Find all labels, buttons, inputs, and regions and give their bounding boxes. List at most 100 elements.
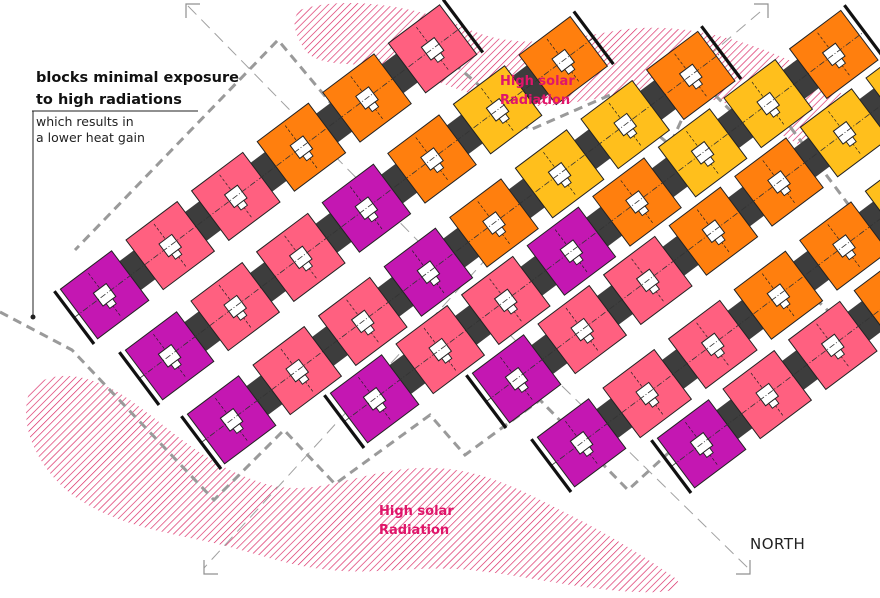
block-connector <box>782 58 820 100</box>
block-connector <box>846 300 880 342</box>
block-connector <box>454 304 492 346</box>
block-connector <box>311 325 349 367</box>
courtyard-annex <box>572 254 584 266</box>
courtyard-annex <box>582 446 594 458</box>
courtyard-annex <box>433 52 445 64</box>
exposure-wall <box>441 0 485 54</box>
courtyard-annex <box>429 275 441 287</box>
courtyard-annex <box>833 348 846 360</box>
courtyard-annex <box>498 113 510 125</box>
courtyard-annex <box>232 423 244 435</box>
block-connector <box>381 53 419 94</box>
courtyard-annex <box>702 447 714 459</box>
block-connector <box>249 261 287 303</box>
exposure-wall <box>465 374 508 429</box>
row-axis <box>138 37 594 379</box>
courtyard-annex <box>779 298 791 310</box>
block-connector <box>639 79 677 121</box>
courtyard-annex <box>844 249 857 261</box>
annotation-leader-dot <box>30 314 36 320</box>
housing-blocks <box>53 0 880 494</box>
annotation-note-line2: a lower heat gain <box>36 130 145 145</box>
courtyard-annex <box>713 347 726 359</box>
courtyard-annex <box>834 57 847 69</box>
exposure-annotation: blocks minimal exposure to high radiatio… <box>30 70 239 320</box>
exposure-wall <box>572 10 615 66</box>
housing-row <box>530 179 880 493</box>
housing-row <box>465 66 880 429</box>
exposure-wall <box>650 439 693 494</box>
block-connector <box>793 137 831 178</box>
block-connector <box>315 102 353 143</box>
courtyard-annex <box>441 352 453 364</box>
courtyard-annex <box>171 248 183 260</box>
courtyard-annex <box>560 177 572 189</box>
block-connector <box>380 163 418 204</box>
courtyard-annex <box>769 106 781 118</box>
block-connector <box>651 157 689 198</box>
courtyard-annex <box>845 136 857 148</box>
courtyard-annex <box>517 382 529 394</box>
zone-label-bottom-line1: High solar <box>379 504 454 519</box>
row-axis <box>343 31 865 422</box>
courtyard-annex <box>583 332 595 344</box>
exposure-wall <box>180 415 223 470</box>
courtyard-annex <box>375 402 387 414</box>
annotation-title-line1: blocks minimal exposure <box>36 70 239 86</box>
courtyard-annex <box>714 234 726 246</box>
block-connector <box>792 250 830 291</box>
north-label: NORTH <box>750 535 805 553</box>
courtyard-annex <box>779 185 792 197</box>
courtyard-annex <box>648 283 661 295</box>
block-connector <box>661 348 699 390</box>
housing-block-yellow <box>865 66 880 98</box>
exposure-wall <box>118 351 161 406</box>
compass-arrowheads <box>185 3 769 575</box>
row-axis <box>200 52 722 443</box>
courtyard-annex <box>105 298 117 310</box>
courtyard-annex <box>691 78 704 90</box>
courtyard-annex <box>363 324 376 336</box>
exposure-wall <box>700 25 743 80</box>
block-connector <box>858 201 880 242</box>
annotation-title-line2: to high radiations <box>36 92 182 108</box>
courtyard-annex <box>626 127 638 139</box>
housing-block-orange <box>853 270 880 326</box>
courtyard-annex <box>494 226 507 238</box>
block-connector <box>781 349 819 391</box>
exposure-wall <box>530 438 573 493</box>
courtyard-annex <box>432 162 445 174</box>
radiation-zone-bottom <box>26 375 679 593</box>
block-connector <box>184 200 222 242</box>
courtyard-annex <box>564 63 576 75</box>
courtyard-annex <box>301 260 314 272</box>
courtyard-annex <box>236 309 248 321</box>
courtyard-annex <box>367 211 379 223</box>
exposure-wall <box>53 290 96 345</box>
housing-row <box>180 25 743 470</box>
courtyard-annex <box>236 199 249 211</box>
courtyard-annex <box>637 205 650 217</box>
housing-row <box>118 10 615 406</box>
courtyard-annex <box>298 373 310 385</box>
row-axis <box>485 105 880 402</box>
zone-label-top-line2: Radiation <box>500 93 570 108</box>
housing-row <box>53 0 485 345</box>
courtyard-annex <box>648 396 660 408</box>
exposure-wall <box>843 4 880 56</box>
courtyard-annex <box>302 150 314 162</box>
housing-row <box>323 4 880 449</box>
courtyard-annex <box>506 303 519 315</box>
courtyard-annex <box>703 156 715 168</box>
zone-label-bottom-line2: Radiation <box>379 523 449 538</box>
courtyard-annex <box>170 359 182 371</box>
row-axis <box>73 25 464 318</box>
annotation-note-line1: which results in <box>36 114 134 129</box>
courtyard-annex <box>768 397 780 409</box>
courtyard-annex <box>367 101 380 113</box>
block-connector <box>858 87 880 129</box>
housing-block-yellow <box>864 179 880 212</box>
zone-label-top-line1: High solar <box>500 74 575 89</box>
exposure-wall <box>323 394 366 449</box>
